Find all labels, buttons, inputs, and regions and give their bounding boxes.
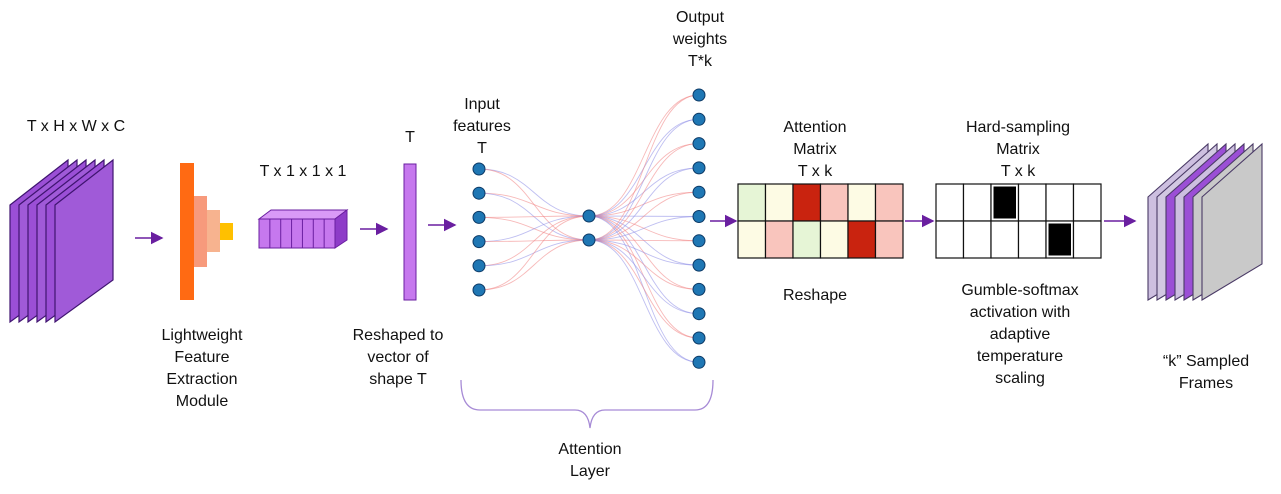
link [588, 239, 700, 315]
hard-cell [990, 220, 1020, 259]
reshaped-vector [403, 163, 417, 301]
hard-sampling-matrix [935, 183, 1102, 259]
attention-cell [847, 183, 877, 222]
attention-cell [737, 220, 767, 259]
output-node [692, 185, 706, 199]
link [478, 192, 590, 217]
feature-block-medium [194, 196, 207, 267]
hard-cell [962, 183, 992, 222]
hard-cell [1017, 183, 1047, 222]
attention-cell [792, 220, 822, 259]
hard-cell [935, 220, 965, 259]
link [588, 239, 700, 363]
hard-cell-selected [993, 186, 1016, 219]
input-dims-label: T x H x W x C [26, 118, 126, 135]
link [588, 239, 700, 266]
output-node [692, 355, 706, 369]
link [588, 191, 700, 241]
link [478, 215, 590, 291]
link [588, 94, 700, 217]
output-node [692, 210, 706, 223]
pooled-feature-block [257, 209, 349, 249]
link [588, 167, 700, 241]
input-node [472, 210, 486, 224]
output-node [692, 282, 706, 296]
attention-cell [874, 183, 904, 222]
input-node [472, 162, 486, 176]
link [588, 118, 700, 241]
hard-cell [1017, 220, 1047, 259]
attention-matrix [737, 183, 904, 259]
link [588, 239, 700, 339]
attention-layer-brace [460, 379, 714, 429]
sampled-frames-stack [1147, 142, 1263, 301]
feature-block-small [207, 210, 220, 252]
sampled-frame [1201, 142, 1263, 301]
feature-block-tiny [220, 223, 233, 240]
hard-cell-selected [1048, 223, 1071, 256]
output-node [692, 137, 706, 151]
attention-cell [847, 220, 877, 259]
attention-cell [819, 183, 849, 222]
attention-links [478, 94, 700, 363]
flow-arrows [135, 214, 1137, 245]
link [478, 215, 590, 218]
hard-cell [935, 183, 965, 222]
pooled-dims-label: T x 1 x 1 x 1 [259, 163, 347, 180]
link [588, 216, 700, 241]
output-node [692, 88, 706, 102]
link [478, 215, 590, 243]
hidden-node [582, 209, 596, 223]
link [588, 94, 700, 241]
attention-cell [819, 220, 849, 259]
input-frames-stack [9, 158, 114, 324]
hidden-node [582, 233, 596, 247]
attention-cell [792, 183, 822, 222]
hard-cell [1045, 183, 1075, 222]
attention-nodes [472, 88, 706, 369]
feature-block-large [180, 163, 194, 300]
output-node [692, 112, 706, 126]
output-node [692, 161, 706, 175]
link [478, 215, 590, 267]
attention-cell [874, 220, 904, 259]
feature-extraction-module [180, 163, 233, 300]
reshape-label: Reshape [782, 287, 848, 304]
input-node [472, 283, 486, 297]
link [478, 168, 590, 217]
hard-cell [1072, 183, 1102, 222]
link [478, 239, 590, 291]
attention-cell [764, 220, 794, 259]
output-node [692, 331, 706, 345]
link [588, 239, 700, 242]
link [588, 143, 700, 241]
attention-cell [764, 183, 794, 222]
vector-dim-label: T [405, 129, 415, 146]
hard-cell [1072, 220, 1102, 259]
input-node [472, 259, 486, 273]
input-node [472, 186, 486, 200]
hard-cell [962, 220, 992, 259]
input-frame [54, 158, 114, 324]
attention-cell [737, 183, 767, 222]
output-node [692, 307, 706, 321]
output-node [692, 258, 706, 272]
input-node [472, 235, 486, 249]
output-node [692, 234, 706, 248]
link [588, 239, 700, 290]
